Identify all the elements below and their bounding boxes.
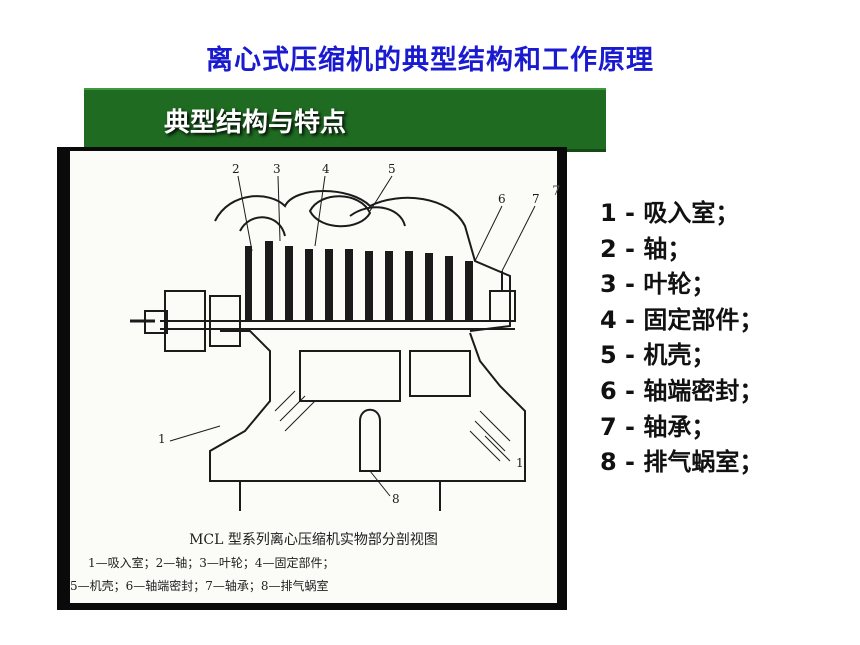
legend-item: 2 - 轴；: [600, 234, 692, 263]
parts-legend: 1 - 吸入室； 2 - 轴； 3 - 叶轮； 4 - 固定部件； 5 - 机壳…: [600, 196, 850, 481]
callout-2: 2: [232, 162, 240, 176]
legend-item: 8 - 排气蜗室；: [600, 448, 764, 477]
figure-caption-title: MCL 型系列离心压缩机实物部分剖视图: [189, 532, 438, 548]
callout-1-right: 1: [516, 456, 524, 470]
slide-title: 离心式压缩机的典型结构和工作原理: [206, 45, 654, 76]
legend-item: 3 - 叶轮；: [600, 270, 716, 299]
figure-paper: 2 3 4 5 6 7 1 1 8 MCL 型系列离心压缩机实物部分剖视图 1—…: [70, 151, 557, 603]
section-banner-text: 典型结构与特点: [164, 108, 347, 138]
callout-7-outside: 7: [552, 184, 561, 199]
cross-section-figure: 2 3 4 5 6 7 1 1 8 MCL 型系列离心压缩机实物部分剖视图 1—…: [57, 147, 567, 610]
callout-5: 5: [388, 162, 396, 176]
compressor-drawing: 2 3 4 5 6 7 1 1 8: [130, 162, 540, 511]
legend-item: 1 - 吸入室；: [600, 199, 740, 227]
legend-item: 5 - 机壳；: [600, 341, 716, 370]
callout-1-left: 1: [158, 432, 166, 446]
callout-6: 6: [498, 192, 506, 206]
callout-8: 8: [392, 492, 400, 506]
callout-3: 3: [273, 162, 281, 176]
legend-item: 6 - 轴端密封；: [600, 376, 764, 405]
figure-caption-line-1: 1—吸入室；2—轴；3—叶轮；4—固定部件；: [88, 556, 335, 570]
legend-item: 7 - 轴承；: [600, 412, 716, 441]
legend-item: 4 - 固定部件；: [600, 305, 764, 334]
section-banner: 典型结构与特点: [84, 88, 606, 152]
callout-7: 7: [532, 192, 540, 206]
callout-4: 4: [322, 162, 330, 176]
figure-caption-line-2: 5—机壳；6—轴端密封；7—轴承；8—排气蜗室: [70, 579, 329, 593]
